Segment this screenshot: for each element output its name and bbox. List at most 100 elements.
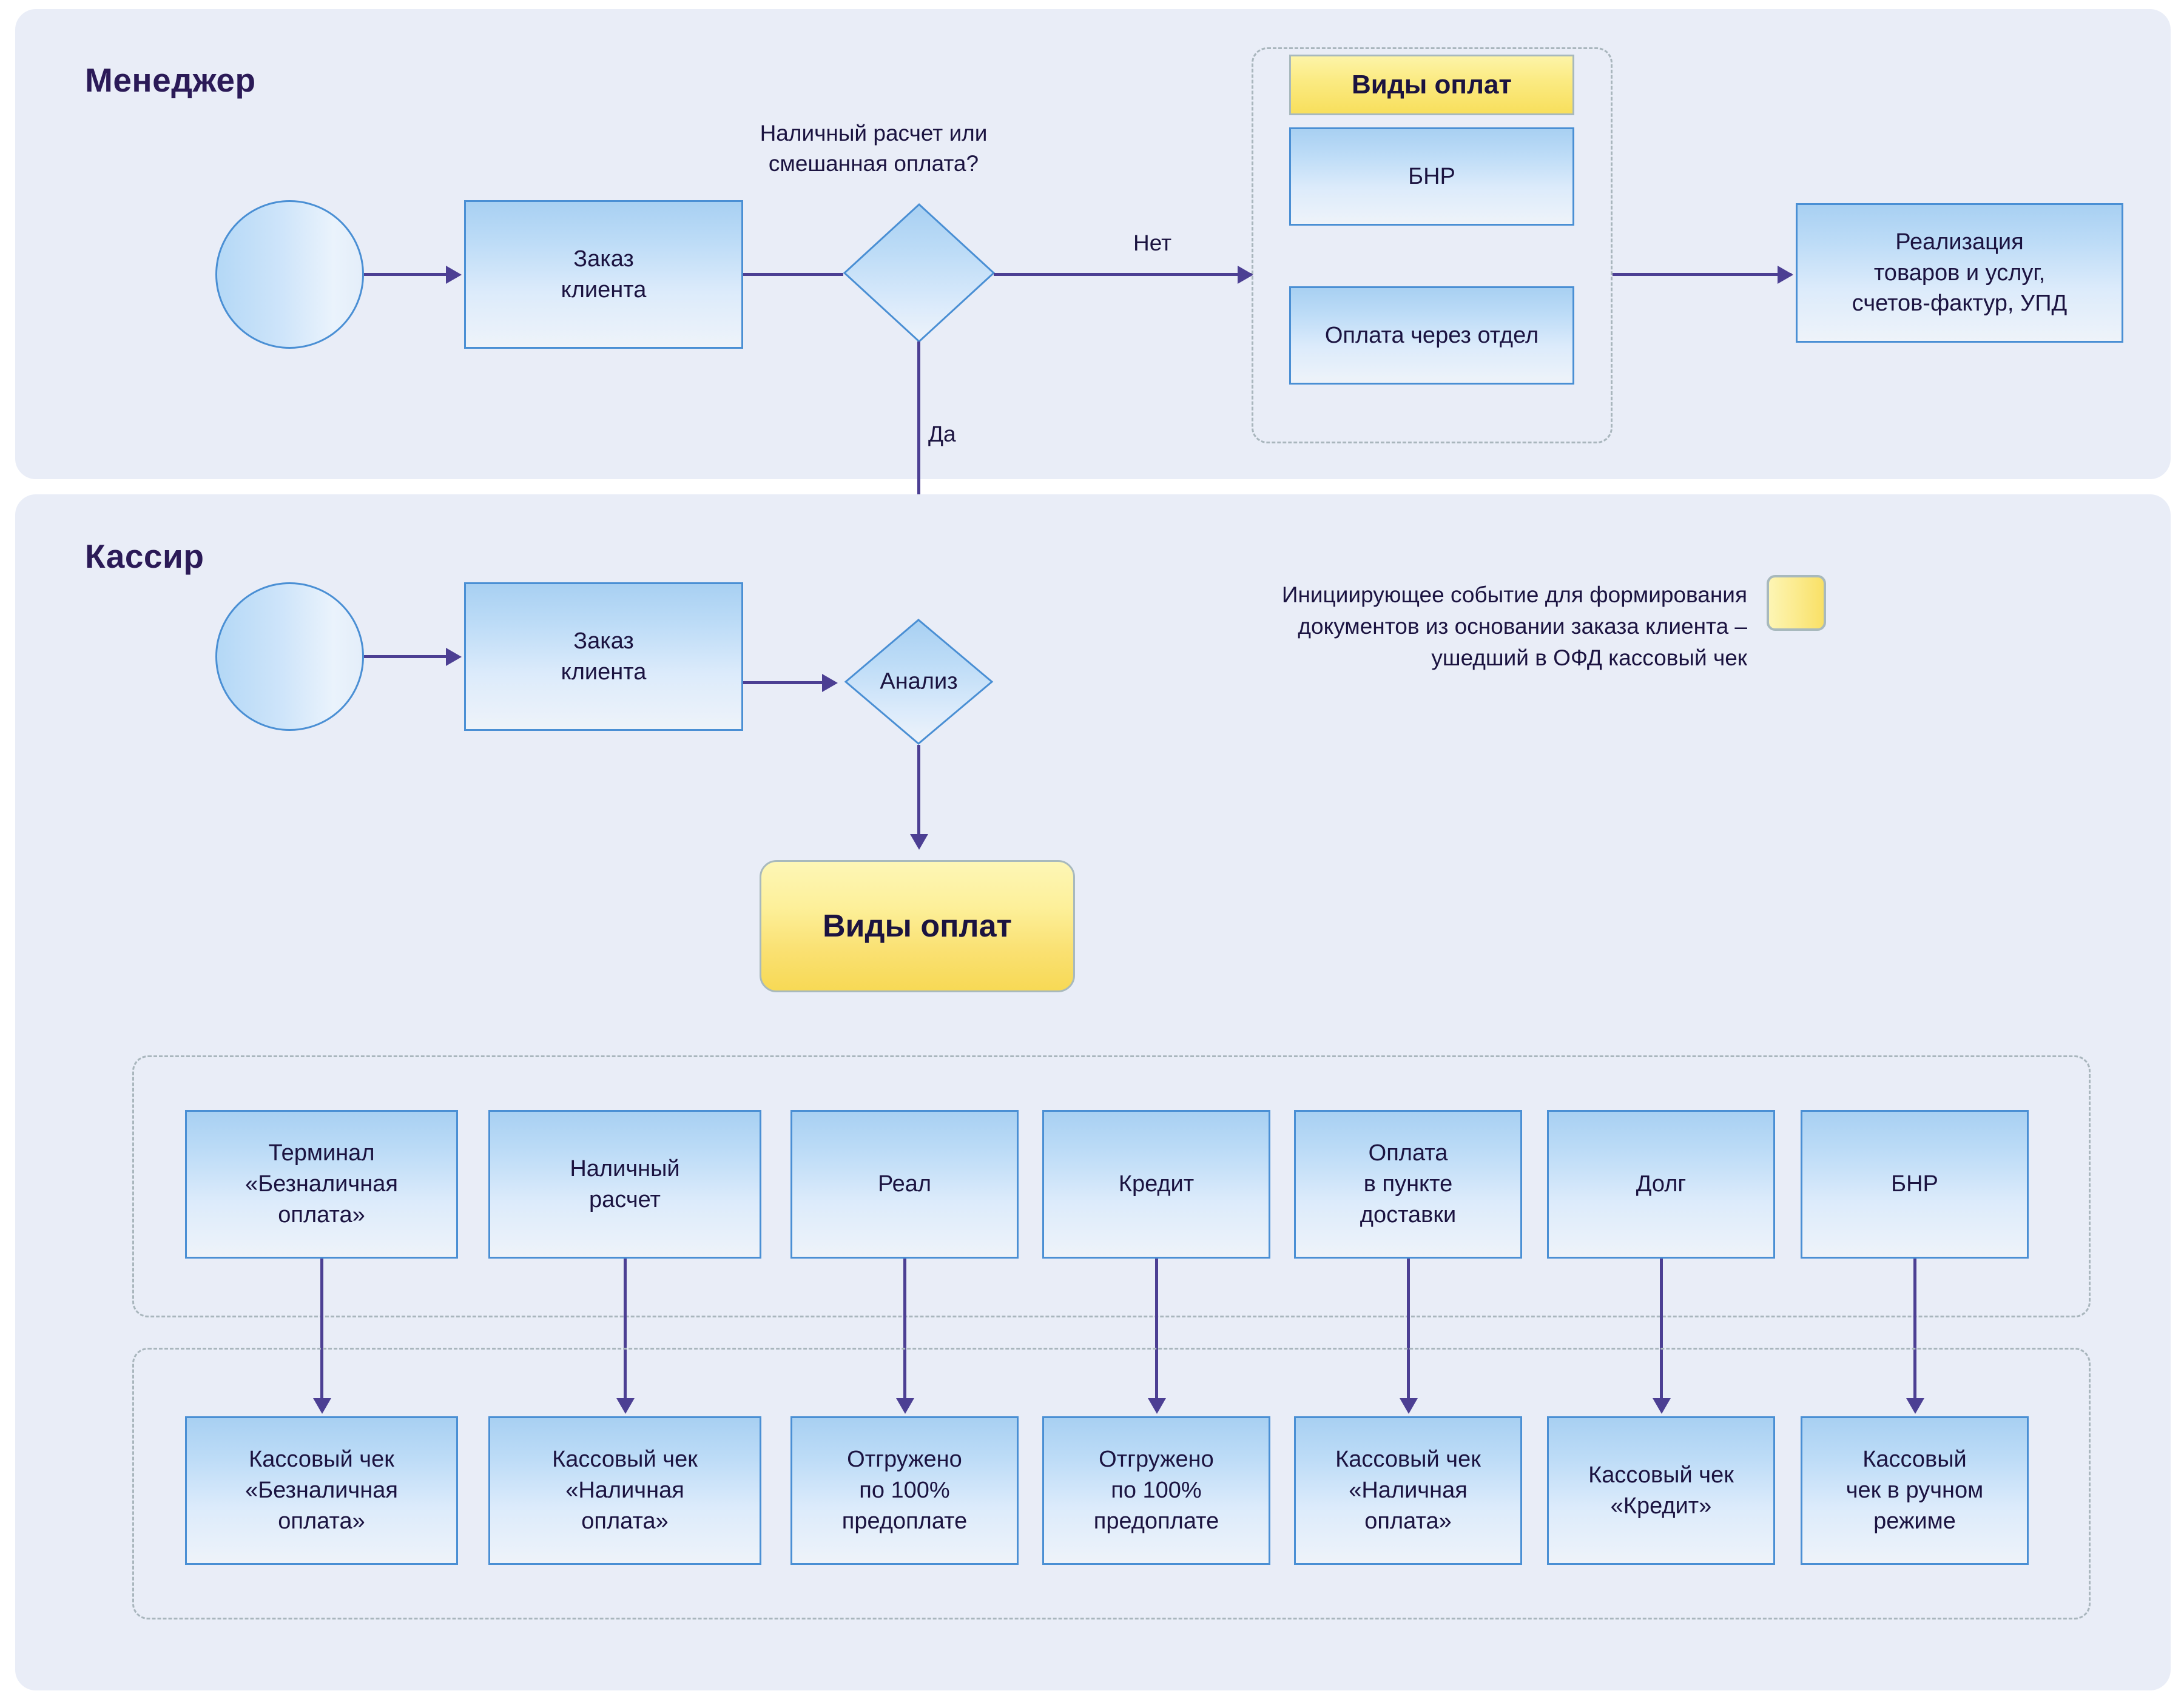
payment-method-0-line1: Терминал — [268, 1140, 375, 1166]
document-1-line2: «Наличная — [565, 1478, 684, 1504]
arrowhead-cashier-order-to-analysis — [822, 674, 838, 692]
connector-method-3-to-doc-3 — [1155, 1259, 1158, 1410]
arrowhead-start-to-order — [446, 266, 462, 284]
document-6: Кассовый чек в ручном режиме — [1801, 1416, 2029, 1565]
connector-method-6-to-doc-6 — [1913, 1259, 1916, 1410]
cashier-order-line1: Заказ — [573, 628, 634, 654]
payment-method-0-line2: «Безналичная — [245, 1171, 398, 1197]
decision-question: Наличный расчет или смешанная оплата? — [716, 118, 1031, 179]
payment-method-5-line1: Долг — [1636, 1171, 1687, 1197]
connector-decision-yes — [917, 341, 920, 617]
document-4-line1: Кассовый чек — [1335, 1447, 1481, 1473]
document-1-line1: Кассовый чек — [552, 1447, 698, 1473]
document-2-line3: предоплате — [841, 1508, 968, 1534]
connector-start-to-order — [364, 273, 446, 276]
result-line2: товаров и услуг, — [1873, 260, 2046, 286]
manager-order-line2: клиента — [561, 277, 647, 303]
connector-group-to-result — [1613, 273, 1791, 276]
arrowhead-group-to-result — [1778, 266, 1793, 284]
connector-order-to-decision — [743, 273, 843, 276]
document-1-line3: оплата» — [581, 1508, 669, 1534]
edge-label-no: Нет — [1133, 230, 1172, 255]
document-4: Кассовый чек «Наличная оплата» — [1294, 1416, 1522, 1565]
document-3-line2: по 100% — [1111, 1478, 1202, 1504]
legend-line3: ушедший в ОФД кассовый чек — [1431, 645, 1747, 670]
payment-method-4-line1: Оплата — [1368, 1140, 1448, 1166]
document-5-line1: Кассовый чек — [1588, 1462, 1734, 1488]
payment-method-3-line1: Кредит — [1118, 1171, 1195, 1197]
manager-payment-item-1: Оплата через отдел — [1289, 286, 1574, 385]
document-2-line2: по 100% — [859, 1478, 950, 1504]
cashier-order-box: Заказ клиента — [464, 582, 743, 731]
manager-payment-group — [1252, 47, 1613, 443]
arrowhead-cashier-start-to-order — [446, 648, 462, 666]
document-0: Кассовый чек «Безналичная оплата» — [185, 1416, 458, 1565]
manager-payment-group-header: Виды оплат — [1289, 55, 1574, 115]
result-line3: счетов-фактур, УПД — [1852, 291, 2068, 317]
arrowhead-doc-6 — [1906, 1398, 1924, 1414]
arrowhead-doc-0 — [313, 1398, 331, 1414]
lane-cashier-title: Кассир — [85, 537, 204, 575]
payment-method-6: БНР — [1801, 1110, 2029, 1259]
document-1: Кассовый чек «Наличная оплата» — [488, 1416, 761, 1565]
arrowhead-decision-no — [1238, 266, 1253, 284]
manager-payment-item-0: БНР — [1289, 127, 1574, 226]
document-5-line2: «Кредит» — [1610, 1493, 1712, 1519]
decision-question-line1: Наличный расчет или — [760, 121, 988, 146]
cashier-analysis-diamond: Анализ — [844, 619, 994, 745]
document-6-line2: чек в ручном — [1845, 1478, 1984, 1504]
connector-method-1-to-doc-1 — [624, 1259, 627, 1410]
document-3-line1: Отгружено — [1099, 1447, 1214, 1473]
legend-annotation: Инициирующее событие для формирования до… — [1213, 579, 1747, 673]
arrowhead-doc-1 — [616, 1398, 635, 1414]
document-3: Отгружено по 100% предоплате — [1042, 1416, 1270, 1565]
document-5: Кассовый чек «Кредит» — [1547, 1416, 1775, 1565]
documents-group — [132, 1348, 2091, 1619]
payment-method-5: Долг — [1547, 1110, 1775, 1259]
manager-decision-diamond — [843, 203, 996, 343]
document-0-line1: Кассовый чек — [249, 1447, 394, 1473]
cashier-payment-types-box: Виды оплат — [760, 860, 1075, 992]
payment-method-4-line3: доставки — [1360, 1202, 1457, 1228]
legend-line1: Инициирующее событие для формирования — [1281, 582, 1747, 607]
arrowhead-doc-2 — [896, 1398, 914, 1414]
payment-method-1-line2: расчет — [589, 1186, 661, 1212]
document-0-line2: «Безналичная — [245, 1478, 398, 1504]
connector-cashier-order-to-analysis — [743, 681, 831, 684]
manager-order-line1: Заказ — [573, 246, 634, 272]
legend-line2: документов из основании заказа клиента – — [1298, 613, 1747, 639]
document-2: Отгружено по 100% предоплате — [790, 1416, 1019, 1565]
decision-question-line2: смешанная оплата? — [768, 150, 979, 176]
document-6-line3: режиме — [1873, 1508, 1956, 1534]
edge-label-yes: Да — [928, 422, 956, 446]
payment-method-4: Оплата в пункте доставки — [1294, 1110, 1522, 1259]
connector-method-4-to-doc-4 — [1407, 1259, 1410, 1410]
payment-method-3: Кредит — [1042, 1110, 1270, 1259]
connector-method-0-to-doc-0 — [320, 1259, 323, 1410]
document-3-line3: предоплате — [1093, 1508, 1219, 1534]
manager-result-box: Реализация товаров и услуг, счетов-факту… — [1796, 203, 2123, 343]
document-6-line1: Кассовый — [1862, 1447, 1967, 1473]
payment-method-2-line1: Реал — [877, 1171, 932, 1197]
connector-method-2-to-doc-2 — [903, 1259, 906, 1410]
document-0-line3: оплата» — [278, 1508, 365, 1534]
result-line1: Реализация — [1895, 229, 2024, 255]
payment-method-2: Реал — [790, 1110, 1019, 1259]
manager-order-box: Заказ клиента — [464, 200, 743, 349]
arrowhead-analysis-to-types — [910, 834, 928, 850]
arrowhead-doc-4 — [1400, 1398, 1418, 1414]
arrowhead-doc-5 — [1653, 1398, 1671, 1414]
manager-start-node — [215, 200, 364, 349]
connector-decision-no — [994, 273, 1252, 276]
payment-method-6-line1: БНР — [1891, 1171, 1938, 1197]
lane-manager-title: Менеджер — [85, 61, 256, 99]
payment-method-1-line1: Наличный — [570, 1155, 680, 1182]
connector-method-5-to-doc-5 — [1660, 1259, 1663, 1410]
arrowhead-doc-3 — [1148, 1398, 1166, 1414]
document-4-line3: оплата» — [1364, 1508, 1452, 1534]
payment-method-0: Терминал «Безналичная оплата» — [185, 1110, 458, 1259]
payment-method-1: Наличный расчет — [488, 1110, 761, 1259]
payment-method-4-line2: в пункте — [1363, 1171, 1453, 1197]
cashier-order-line2: клиента — [561, 659, 647, 685]
